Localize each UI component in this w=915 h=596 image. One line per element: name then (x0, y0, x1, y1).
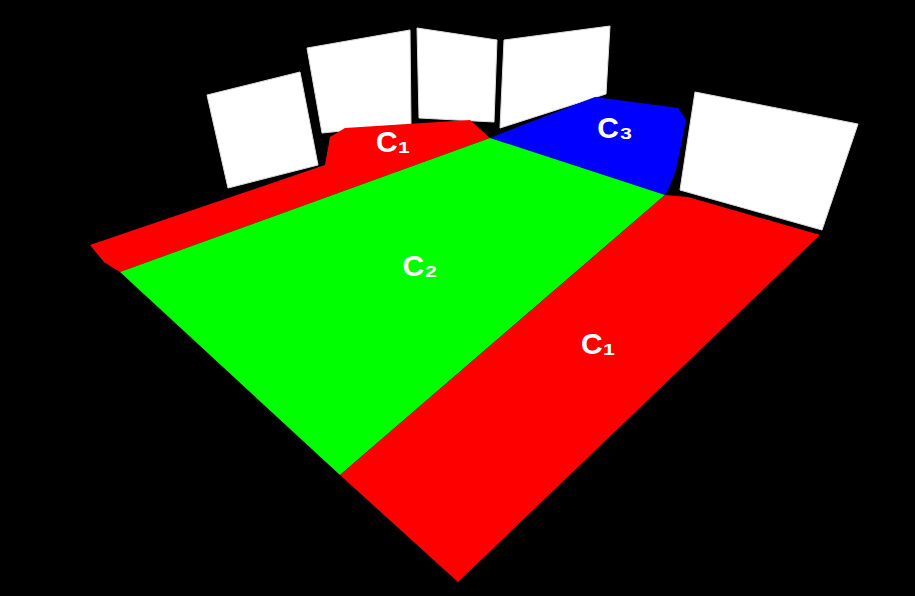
region-label: C₁ (581, 329, 615, 359)
region-label: C₃ (597, 113, 633, 143)
wall-panel (307, 30, 411, 133)
wall-panel (207, 72, 318, 188)
region-label: C₁ (376, 127, 410, 157)
region-label: C₂ (403, 251, 438, 281)
region-fill (340, 195, 820, 582)
wall-panel (417, 28, 497, 122)
